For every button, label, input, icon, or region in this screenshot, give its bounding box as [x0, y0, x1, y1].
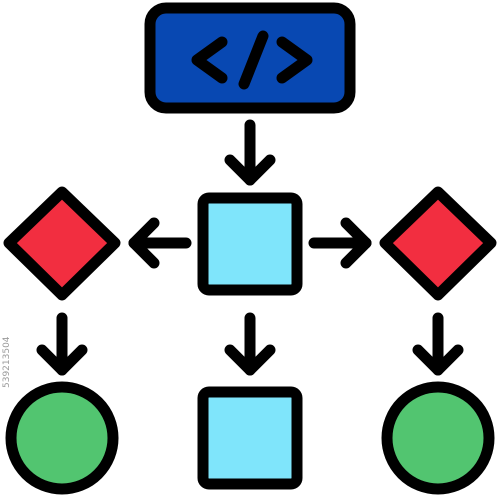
arrow-down-left [36, 312, 88, 376]
watermark-id: 539213504 [2, 336, 12, 388]
process-box-center [197, 192, 303, 296]
arrow-down-center [224, 312, 276, 376]
decision-diamond-left [3, 186, 121, 301]
process-box-bottom [197, 386, 303, 490]
code-block-node [144, 2, 356, 114]
terminal-circle-right [381, 381, 495, 495]
decision-diamond-right [379, 186, 497, 301]
code-symbol-icon [191, 30, 313, 90]
arrow-down-right [412, 312, 464, 376]
terminal-circle-left [5, 381, 119, 495]
arrow-down-top [224, 119, 276, 186]
arrow-right [308, 217, 372, 269]
arrow-left [128, 217, 192, 269]
